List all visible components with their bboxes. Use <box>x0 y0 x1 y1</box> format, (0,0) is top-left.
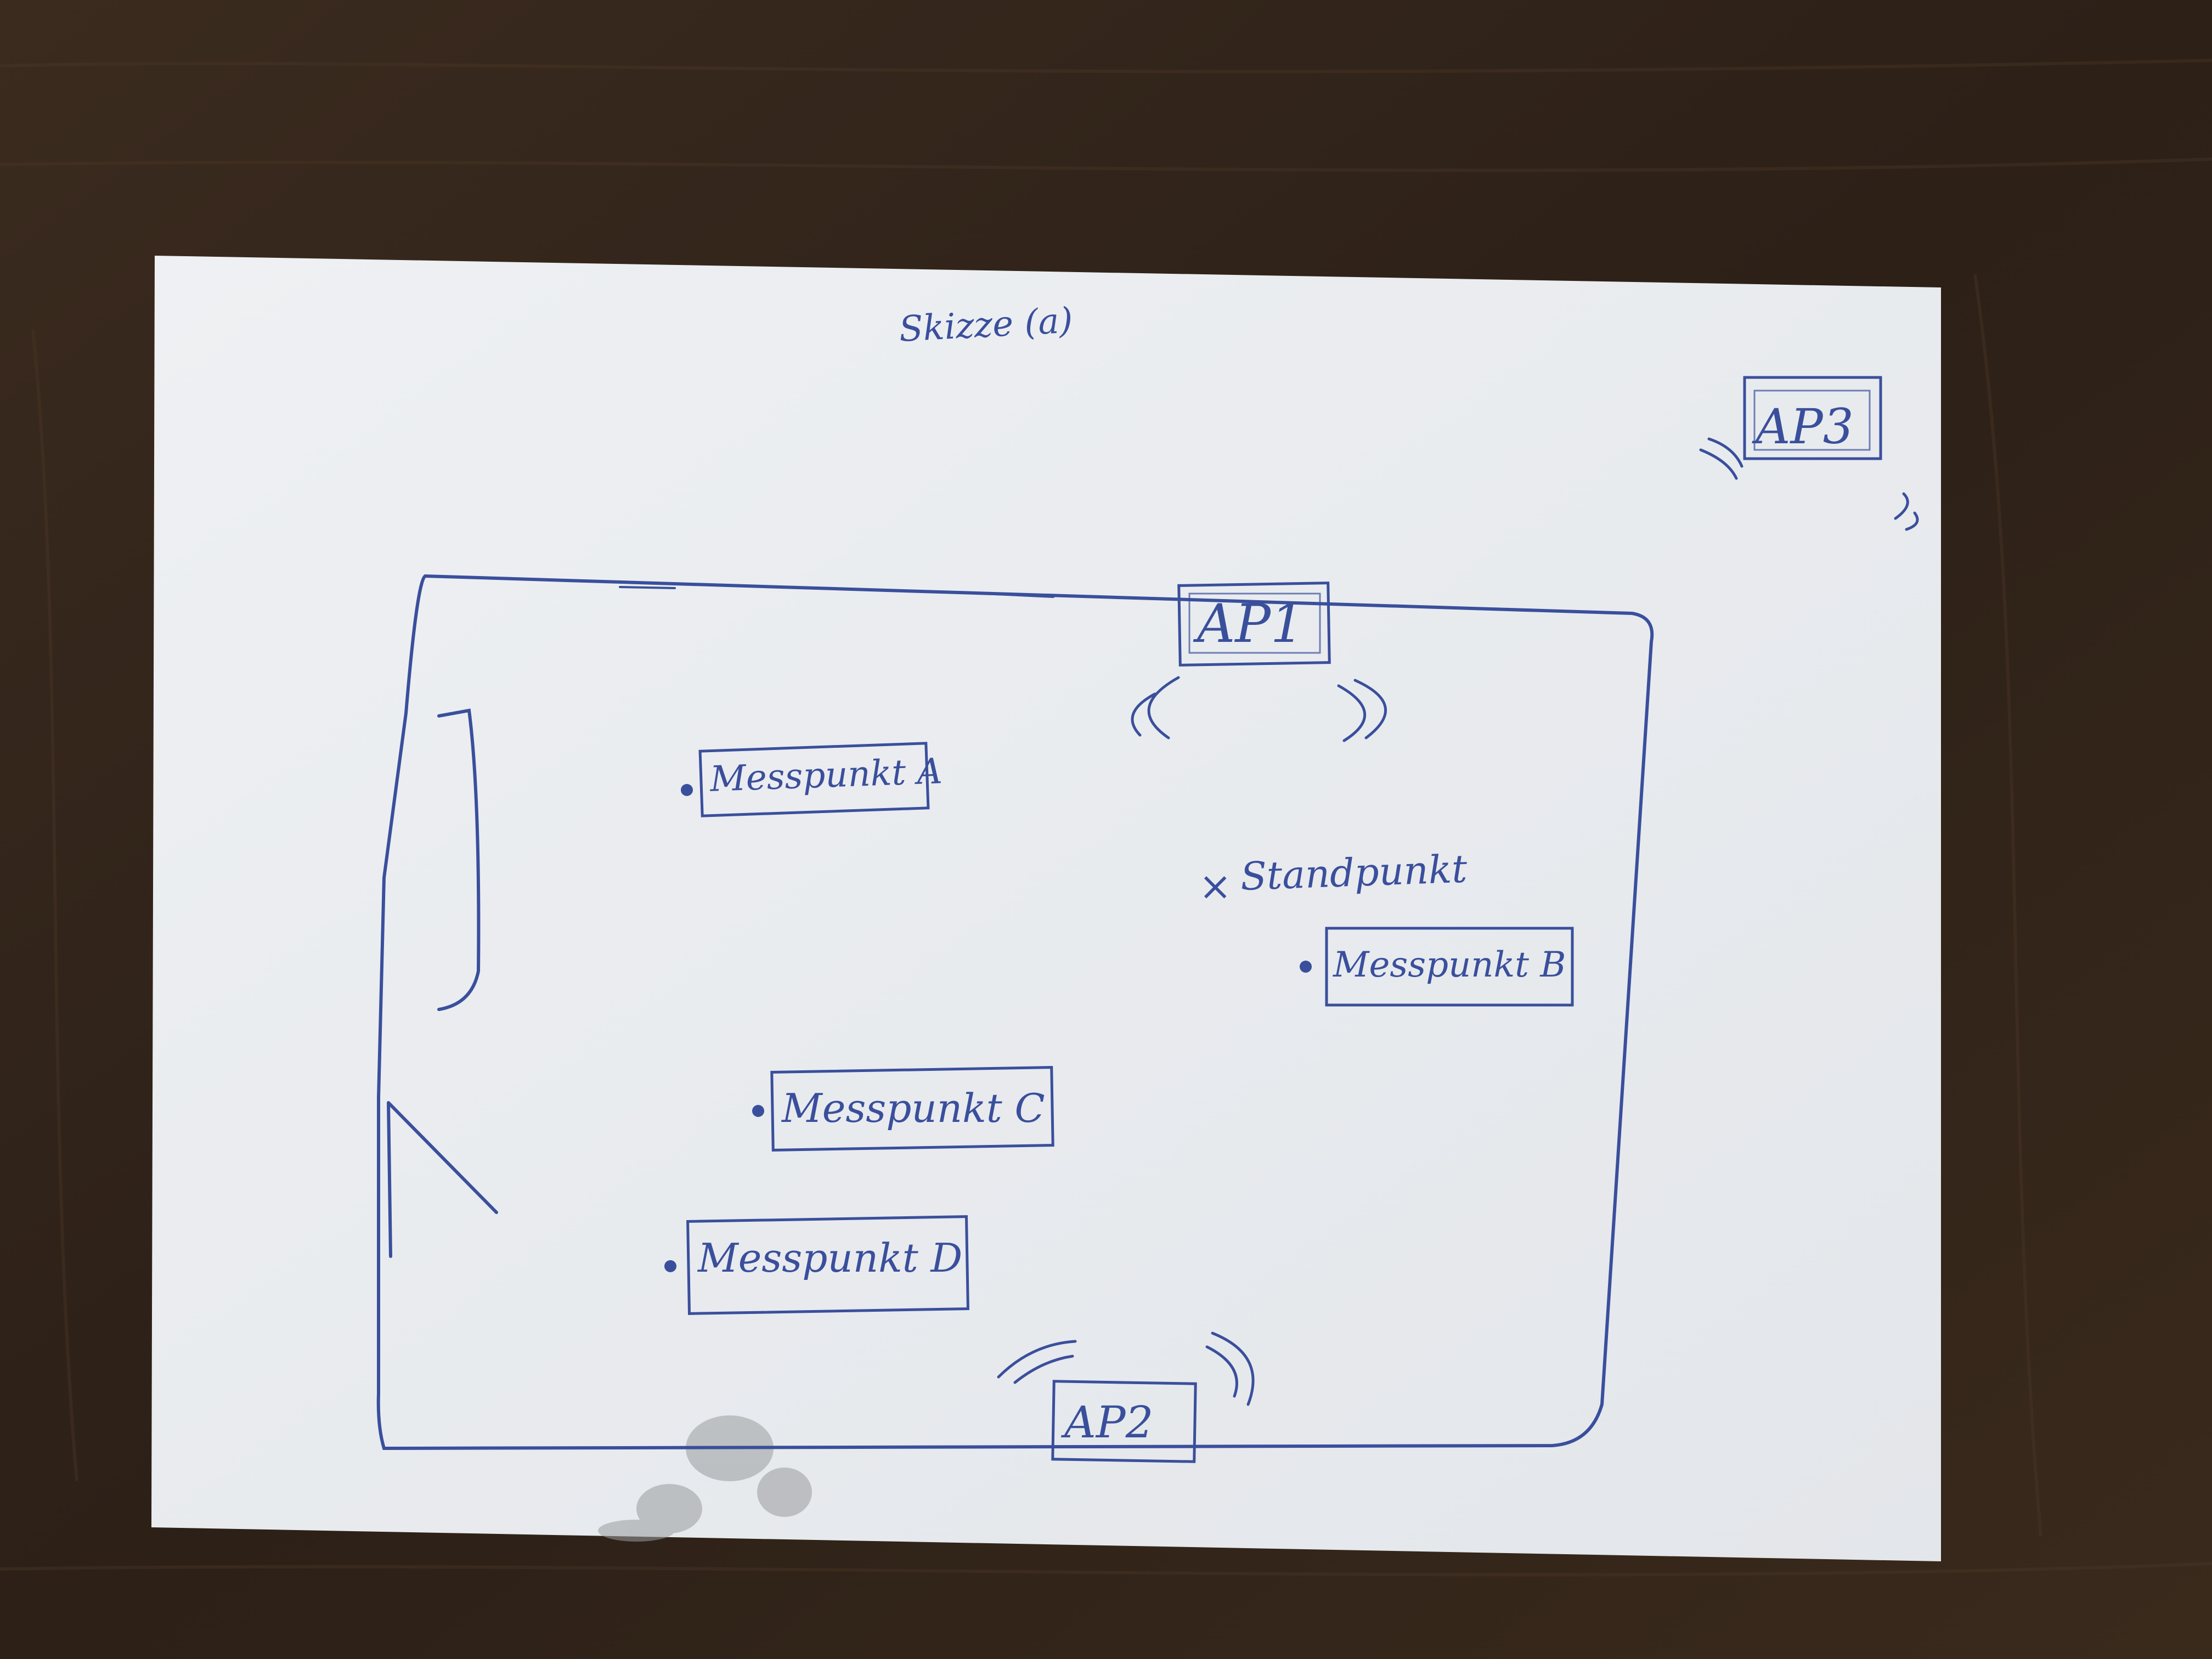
access-point-ap1: AP1 <box>1131 582 1387 742</box>
measurement-dot-icon <box>664 1260 676 1272</box>
ap1-label: AP1 <box>1193 593 1304 654</box>
standpoint-marker-icon: × <box>1199 863 1232 909</box>
ap2-label: AP2 <box>1060 1397 1154 1448</box>
measurement-box <box>698 742 930 817</box>
measurement-point-c: Messpunkt C <box>752 1066 1054 1152</box>
access-point-ap2: AP2 <box>997 1331 1255 1463</box>
measurement-point-b: Messpunkt B <box>1300 927 1574 1007</box>
room-outline <box>376 574 1654 1451</box>
paper-sheet <box>151 256 1941 1561</box>
sketch-title: Skizze (a) <box>898 300 1074 349</box>
measurement-box <box>686 1215 969 1315</box>
ap2-signal-icon <box>997 1331 1255 1406</box>
wood-grain <box>0 59 2212 1577</box>
measurement-label-d: Messpunkt D <box>697 1235 962 1281</box>
standpoint: × Standpunkt <box>1199 847 1468 909</box>
measurement-point-d: Messpunkt D <box>664 1215 969 1315</box>
measurement-box <box>1325 927 1574 1007</box>
ap1-signal-icon <box>1131 676 1387 742</box>
stain <box>598 1415 812 1542</box>
access-point-ap3: AP3 <box>1699 376 1919 531</box>
measurement-point-a: Messpunkt A <box>681 742 943 817</box>
ap3-label: AP3 <box>1752 398 1854 455</box>
measurement-label-c: Messpunkt C <box>781 1085 1045 1131</box>
wall-niche <box>437 708 481 1011</box>
measurement-dot-icon <box>681 784 693 796</box>
measurement-label-b: Messpunkt B <box>1333 945 1566 985</box>
ap3-signal-icon <box>1699 437 1919 531</box>
standpoint-label: Standpunkt <box>1240 847 1469 899</box>
ap1-box <box>1177 582 1331 667</box>
door-swing <box>387 1101 498 1258</box>
ap2-box <box>1051 1380 1197 1463</box>
measurement-label-a: Messpunkt A <box>709 751 943 800</box>
ap3-box <box>1743 376 1882 460</box>
measurement-box <box>770 1066 1054 1152</box>
measurement-dot-icon <box>1300 961 1312 973</box>
measurement-dot-icon <box>752 1105 764 1117</box>
